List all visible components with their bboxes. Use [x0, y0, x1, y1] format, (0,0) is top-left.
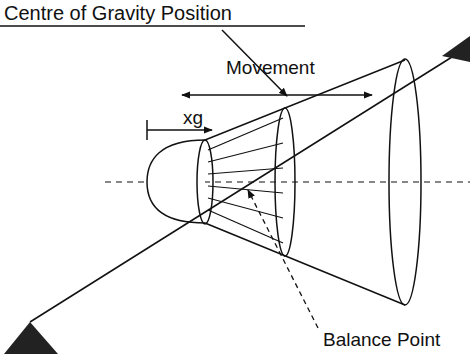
feather-line — [208, 143, 283, 162]
feather-lines — [208, 118, 283, 243]
pivot-support — [442, 36, 470, 62]
movement-label: Movement — [226, 58, 315, 79]
balance-leader — [248, 190, 318, 328]
skirt-ring — [275, 108, 295, 256]
heading-underline — [0, 25, 305, 27]
skirt-edge — [205, 223, 405, 305]
xg-arrow — [147, 129, 212, 131]
pivot-line — [30, 57, 452, 322]
heading-label: Centre of Gravity Position — [4, 2, 232, 24]
balance-label: Balance Point — [323, 330, 440, 351]
movement-arrow — [182, 94, 372, 96]
dimension-label: xg — [183, 108, 203, 129]
pivot-support — [4, 322, 58, 354]
skirt-rim — [389, 59, 421, 305]
feather-line — [208, 118, 283, 150]
